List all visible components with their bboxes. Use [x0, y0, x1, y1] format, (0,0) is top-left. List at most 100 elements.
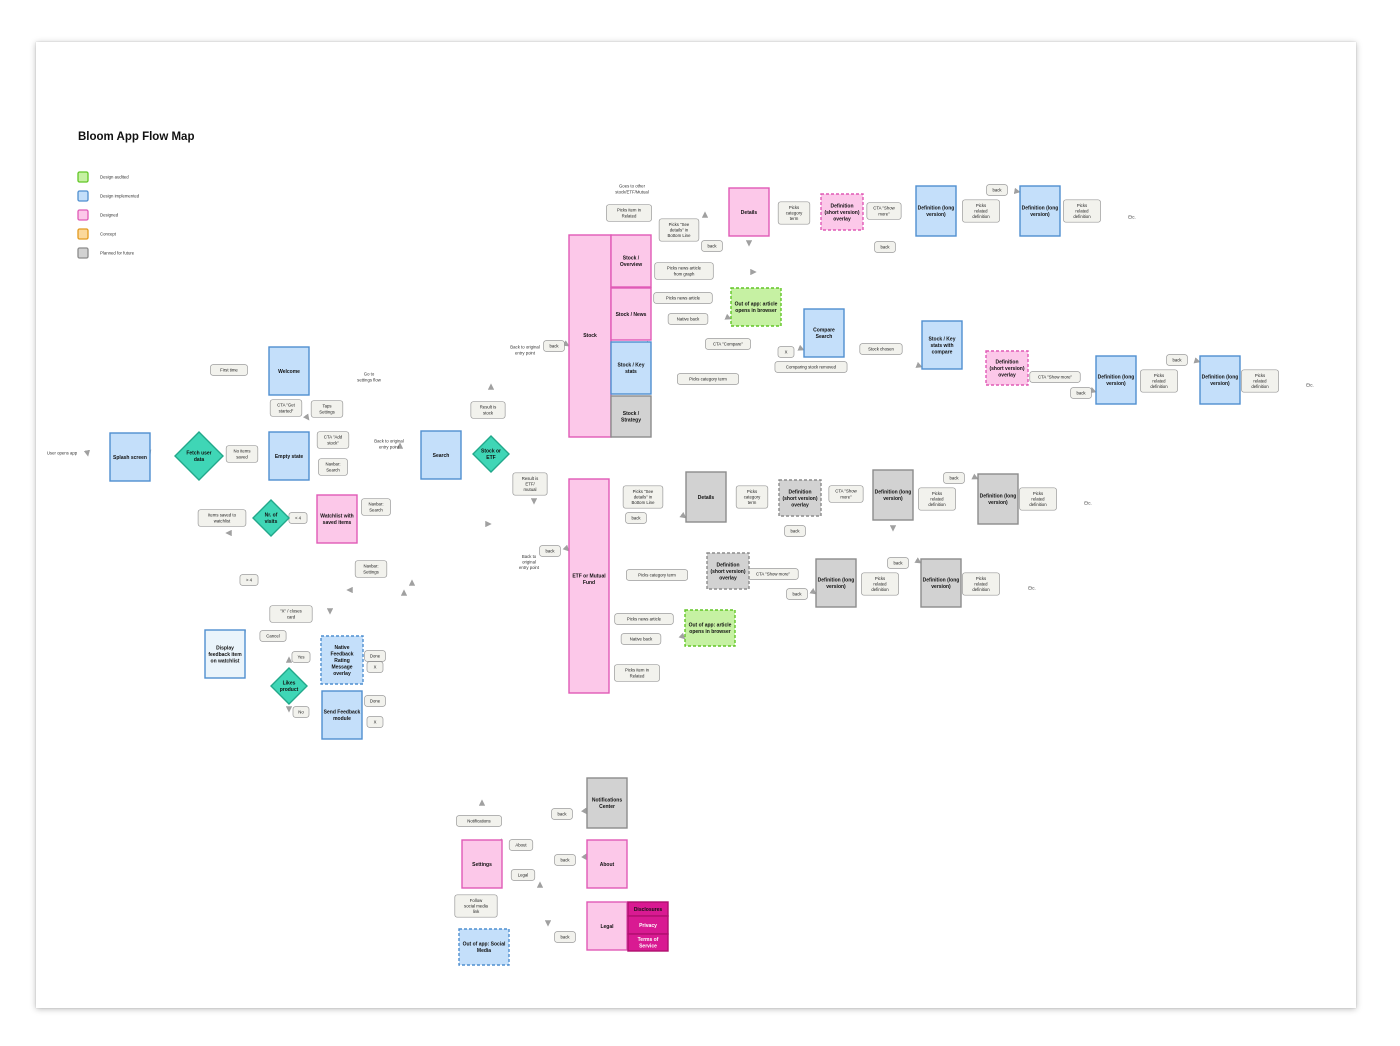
text-line: Rating — [334, 658, 350, 664]
edge-label-lb-done1: Done — [364, 650, 386, 662]
text-line: Stock chosen — [868, 347, 894, 352]
text-line: Nr. of — [265, 513, 278, 519]
text-line: stock" — [327, 440, 339, 445]
text-line: Comparing stock removed — [786, 365, 837, 370]
text-line: Stock / Key — [929, 336, 956, 342]
text-line: definition — [1073, 214, 1091, 219]
edge-label-box — [667, 313, 709, 325]
text-line: Stock / Key — [618, 363, 645, 369]
text-line: Back to original — [374, 439, 403, 444]
node-user-opens: User opens app — [47, 451, 78, 456]
edge-label-lb-native-back1: Native back — [667, 313, 709, 325]
text-line: CTA "Show — [873, 206, 895, 211]
text-line: related — [974, 209, 988, 214]
text-line: Picks item in — [617, 208, 642, 213]
edge-label-box — [625, 569, 688, 581]
edge-label-box — [786, 588, 808, 600]
text-line: Native back — [677, 317, 700, 322]
legend-label: Design audited — [100, 175, 129, 180]
edge-label-box — [1140, 369, 1178, 393]
text-line: Picks — [747, 489, 757, 494]
legend-swatch-pink — [77, 209, 89, 221]
edge-label-box — [777, 346, 795, 358]
text-line: Definition (long — [875, 490, 912, 496]
text-line: visits — [265, 519, 278, 525]
text-line: Display — [216, 645, 234, 651]
text-line: compare — [932, 349, 953, 355]
text-line: version) — [988, 500, 1008, 506]
edge-label-box — [512, 472, 548, 496]
text-line: definition — [972, 587, 990, 592]
text-line: opens in browser — [689, 629, 730, 635]
edge-label-box — [292, 706, 310, 718]
edge-label-box — [225, 445, 259, 463]
edge-label-lb-navbar-settings: Navbar:Settings — [354, 560, 388, 578]
node-empty: Empty state — [268, 431, 310, 481]
edge-label-box — [861, 572, 899, 596]
edge-label-box — [361, 498, 391, 516]
edge-label-box — [606, 204, 652, 222]
text-line: term — [748, 500, 757, 505]
node-box — [803, 308, 845, 358]
edge-label-box — [1029, 371, 1081, 383]
text-line: back — [707, 244, 717, 249]
edge-label-box — [1070, 387, 1092, 399]
text-line: CTA "Show — [835, 489, 857, 494]
text-line: back — [1172, 358, 1182, 363]
node-box — [921, 320, 963, 370]
text-line: Picks "See — [633, 489, 654, 494]
edge-label-box — [614, 613, 674, 625]
edge-label-box — [197, 509, 247, 527]
text-line: related — [1075, 209, 1089, 214]
text-line: on watchlist — [211, 658, 240, 664]
text-line: card — [287, 614, 296, 619]
text-line: Stock / — [623, 256, 640, 262]
edge-label-lb-back-legal: back — [554, 931, 576, 943]
text-line: (short version) — [989, 366, 1024, 372]
text-line: Navbar: — [368, 502, 383, 507]
text-line: feedback item — [208, 652, 242, 658]
node-etc2: Etc. — [1306, 383, 1313, 388]
text-line: CTA "Add — [324, 435, 343, 440]
text-line: back — [545, 549, 555, 554]
edge-label-box — [551, 808, 573, 820]
text-line: overlay — [791, 502, 809, 508]
text-line: Picks news article — [627, 617, 662, 622]
node-box — [458, 928, 510, 966]
text-line: Privacy — [639, 923, 657, 929]
text-line: Native — [334, 645, 349, 651]
text-line: overlay — [719, 575, 737, 581]
edge-label-lb-back-etf: back — [539, 545, 561, 557]
text-line: Out of app: article — [689, 623, 732, 629]
edge-label-lb-native-back2: Native back — [620, 633, 662, 645]
node-box — [920, 558, 962, 608]
text-line: CTA "Show more" — [756, 572, 790, 577]
decision-diamond — [270, 667, 308, 705]
text-line: CTA "Show more" — [1038, 375, 1072, 380]
edge-label-lb-cancel: Cancel — [259, 630, 287, 642]
text-line: Notifications — [592, 798, 622, 804]
edge-label-box — [859, 343, 903, 355]
text-line: First time — [220, 368, 238, 373]
text-line: Fund — [583, 580, 595, 586]
text-line: Out of app: article — [735, 302, 778, 308]
text-line: module — [333, 716, 351, 722]
edge-label-box — [625, 512, 647, 524]
node-box — [316, 494, 358, 544]
edge-label-box — [456, 815, 502, 827]
text-line: data — [194, 457, 205, 463]
text-line: Picks — [789, 205, 799, 210]
edge-label-lb-x3: X — [366, 716, 384, 728]
node-box — [1019, 185, 1061, 237]
text-line: original — [522, 560, 536, 565]
node-box — [461, 839, 503, 889]
